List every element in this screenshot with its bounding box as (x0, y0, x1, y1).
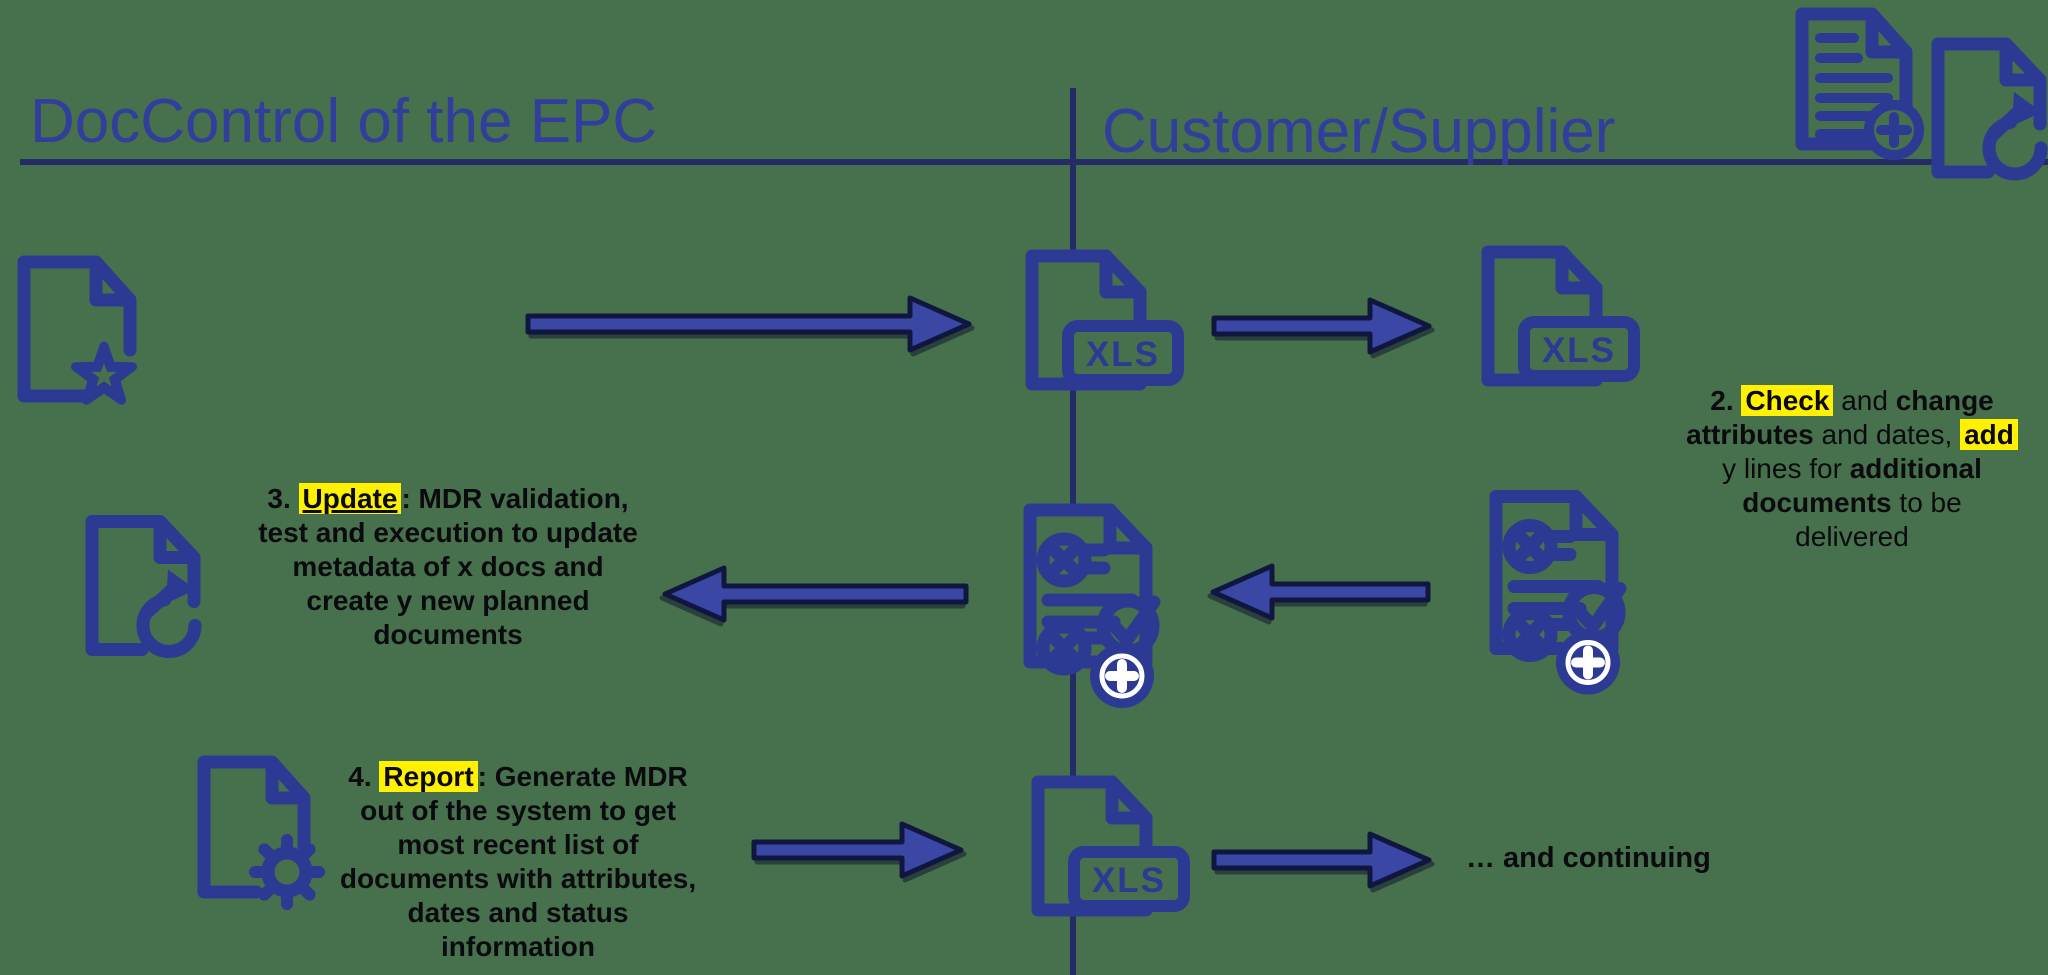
xls-badge-label: XLS (1092, 861, 1166, 900)
xls-badge-label: XLS (1086, 335, 1160, 374)
flow-arrow-deliver-mdr (1211, 297, 1432, 355)
document-refresh-icon (85, 515, 202, 658)
xls-document-icon: XLS (1481, 245, 1640, 387)
gear-icon (249, 834, 325, 910)
lane-title-customer-supplier: Customer/Supplier (1102, 97, 1616, 166)
header-divider-line (20, 159, 2048, 165)
document-add-icon (1795, 7, 1924, 160)
annotation-step-3: 3. Update: MDR validation,test and execu… (258, 483, 638, 650)
flow-arrow-continuing (1211, 831, 1432, 889)
continuing-label: … and continuing (1466, 842, 1711, 874)
flow-arrow-report (751, 821, 964, 879)
document-gear-icon (197, 755, 325, 910)
document-refresh-icon (1931, 37, 2048, 181)
document-tasklist-add-icon (1489, 490, 1627, 695)
xls-badge-label: XLS (1542, 331, 1616, 370)
lane-title-epc: DocControl of the EPC (30, 87, 658, 156)
xls-document-icon: XLS (1025, 249, 1184, 391)
flow-arrow-send-mdr (525, 295, 972, 353)
flow-arrow-return-mdr (662, 565, 969, 623)
document-tasklist-add-icon (1023, 503, 1161, 708)
flow-arrow-send-back (1210, 563, 1431, 621)
document-star-icon (17, 255, 137, 405)
xls-document-icon: XLS (1031, 775, 1190, 917)
